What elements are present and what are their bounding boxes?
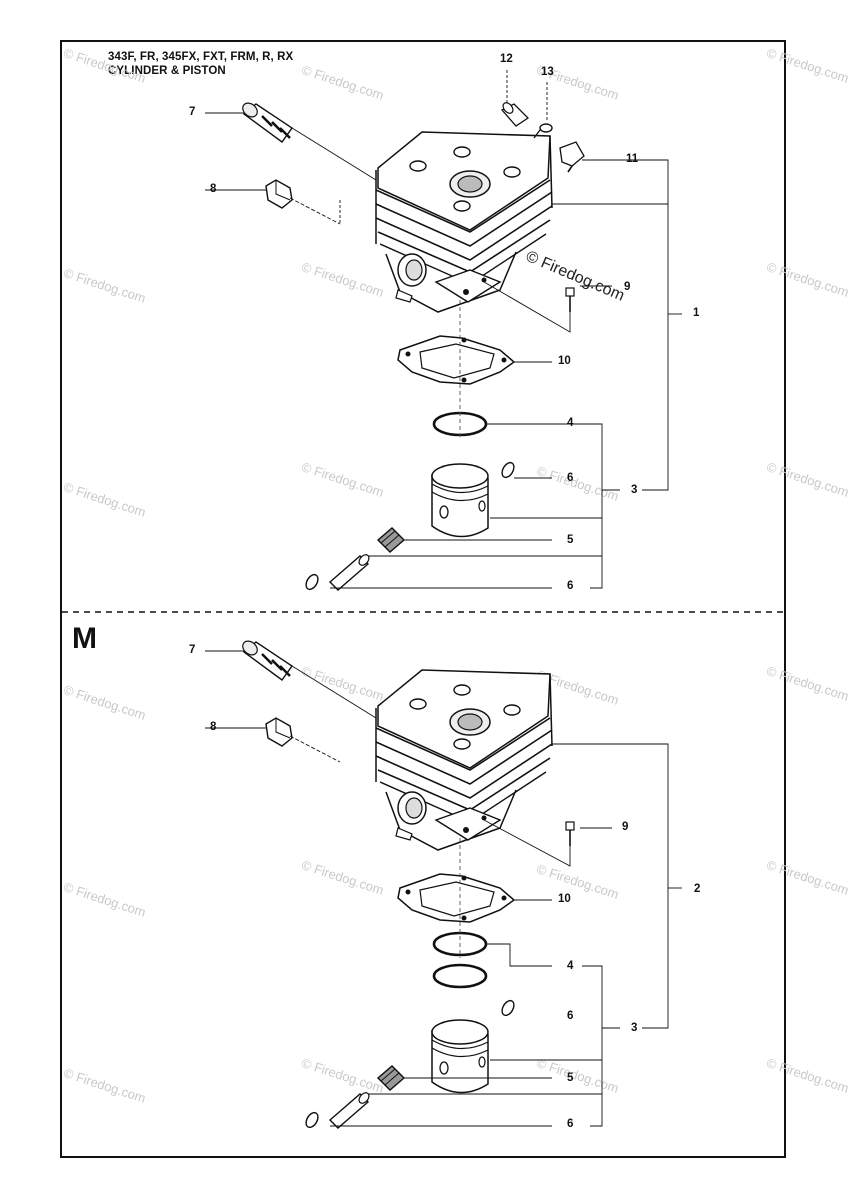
- screw-icon: [565, 821, 575, 846]
- section-title: CYLINDER & PISTON: [108, 65, 226, 77]
- variant-label: M: [72, 622, 97, 655]
- callout-5: 5: [567, 534, 574, 546]
- bottom-leader-lines: [205, 650, 682, 1127]
- cylinder-icon: [375, 669, 553, 851]
- gasket-icon: [397, 335, 515, 385]
- plug-icon: [265, 179, 293, 209]
- diagram-frame: [60, 40, 786, 1158]
- callout-4: 4: [567, 417, 574, 429]
- callout-1: 1: [693, 307, 700, 319]
- decompression-valve-icon: [238, 637, 294, 682]
- callout-3: 3: [631, 1022, 638, 1034]
- callout-4: 4: [567, 960, 574, 972]
- callout-8: 8: [210, 183, 217, 195]
- callout-7: 7: [189, 106, 196, 118]
- piston-icon: [431, 1019, 489, 1094]
- cylinder-icon: [375, 131, 553, 313]
- callout-5: 5: [567, 1072, 574, 1084]
- clamp-icon: [533, 123, 553, 139]
- callout-2: 2: [694, 883, 701, 895]
- model-title: 343F, FR, 345FX, FXT, FRM, R, RX: [108, 51, 294, 63]
- callout-9: 9: [624, 281, 631, 293]
- gasket-icon: [397, 873, 515, 923]
- decompression-valve-icon: [238, 99, 294, 144]
- piston-ring-icon: [432, 411, 488, 437]
- bottom-assembly: [205, 637, 682, 1131]
- callout-10: 10: [558, 893, 571, 905]
- callout-13: 13: [541, 66, 554, 78]
- callout-12: 12: [500, 53, 513, 65]
- callout-8: 8: [210, 721, 217, 733]
- callout-7: 7: [189, 644, 196, 656]
- plug-icon: [265, 717, 293, 747]
- callout-3: 3: [631, 484, 638, 496]
- top-leader-lines: [205, 70, 682, 589]
- elbow-fitting-icon: [559, 141, 585, 173]
- callout-10: 10: [558, 355, 571, 367]
- sleeve-icon: [500, 102, 530, 127]
- callout-6: 6: [567, 1118, 574, 1130]
- piston-ring-icon: [432, 963, 488, 989]
- callout-6: 6: [567, 1010, 574, 1022]
- callout-6: 6: [567, 472, 574, 484]
- callout-11: 11: [626, 153, 639, 165]
- callout-6: 6: [567, 580, 574, 592]
- callout-9: 9: [622, 821, 629, 833]
- screw-icon: [565, 287, 575, 312]
- top-assembly: [238, 99, 585, 593]
- piston-icon: [431, 463, 489, 538]
